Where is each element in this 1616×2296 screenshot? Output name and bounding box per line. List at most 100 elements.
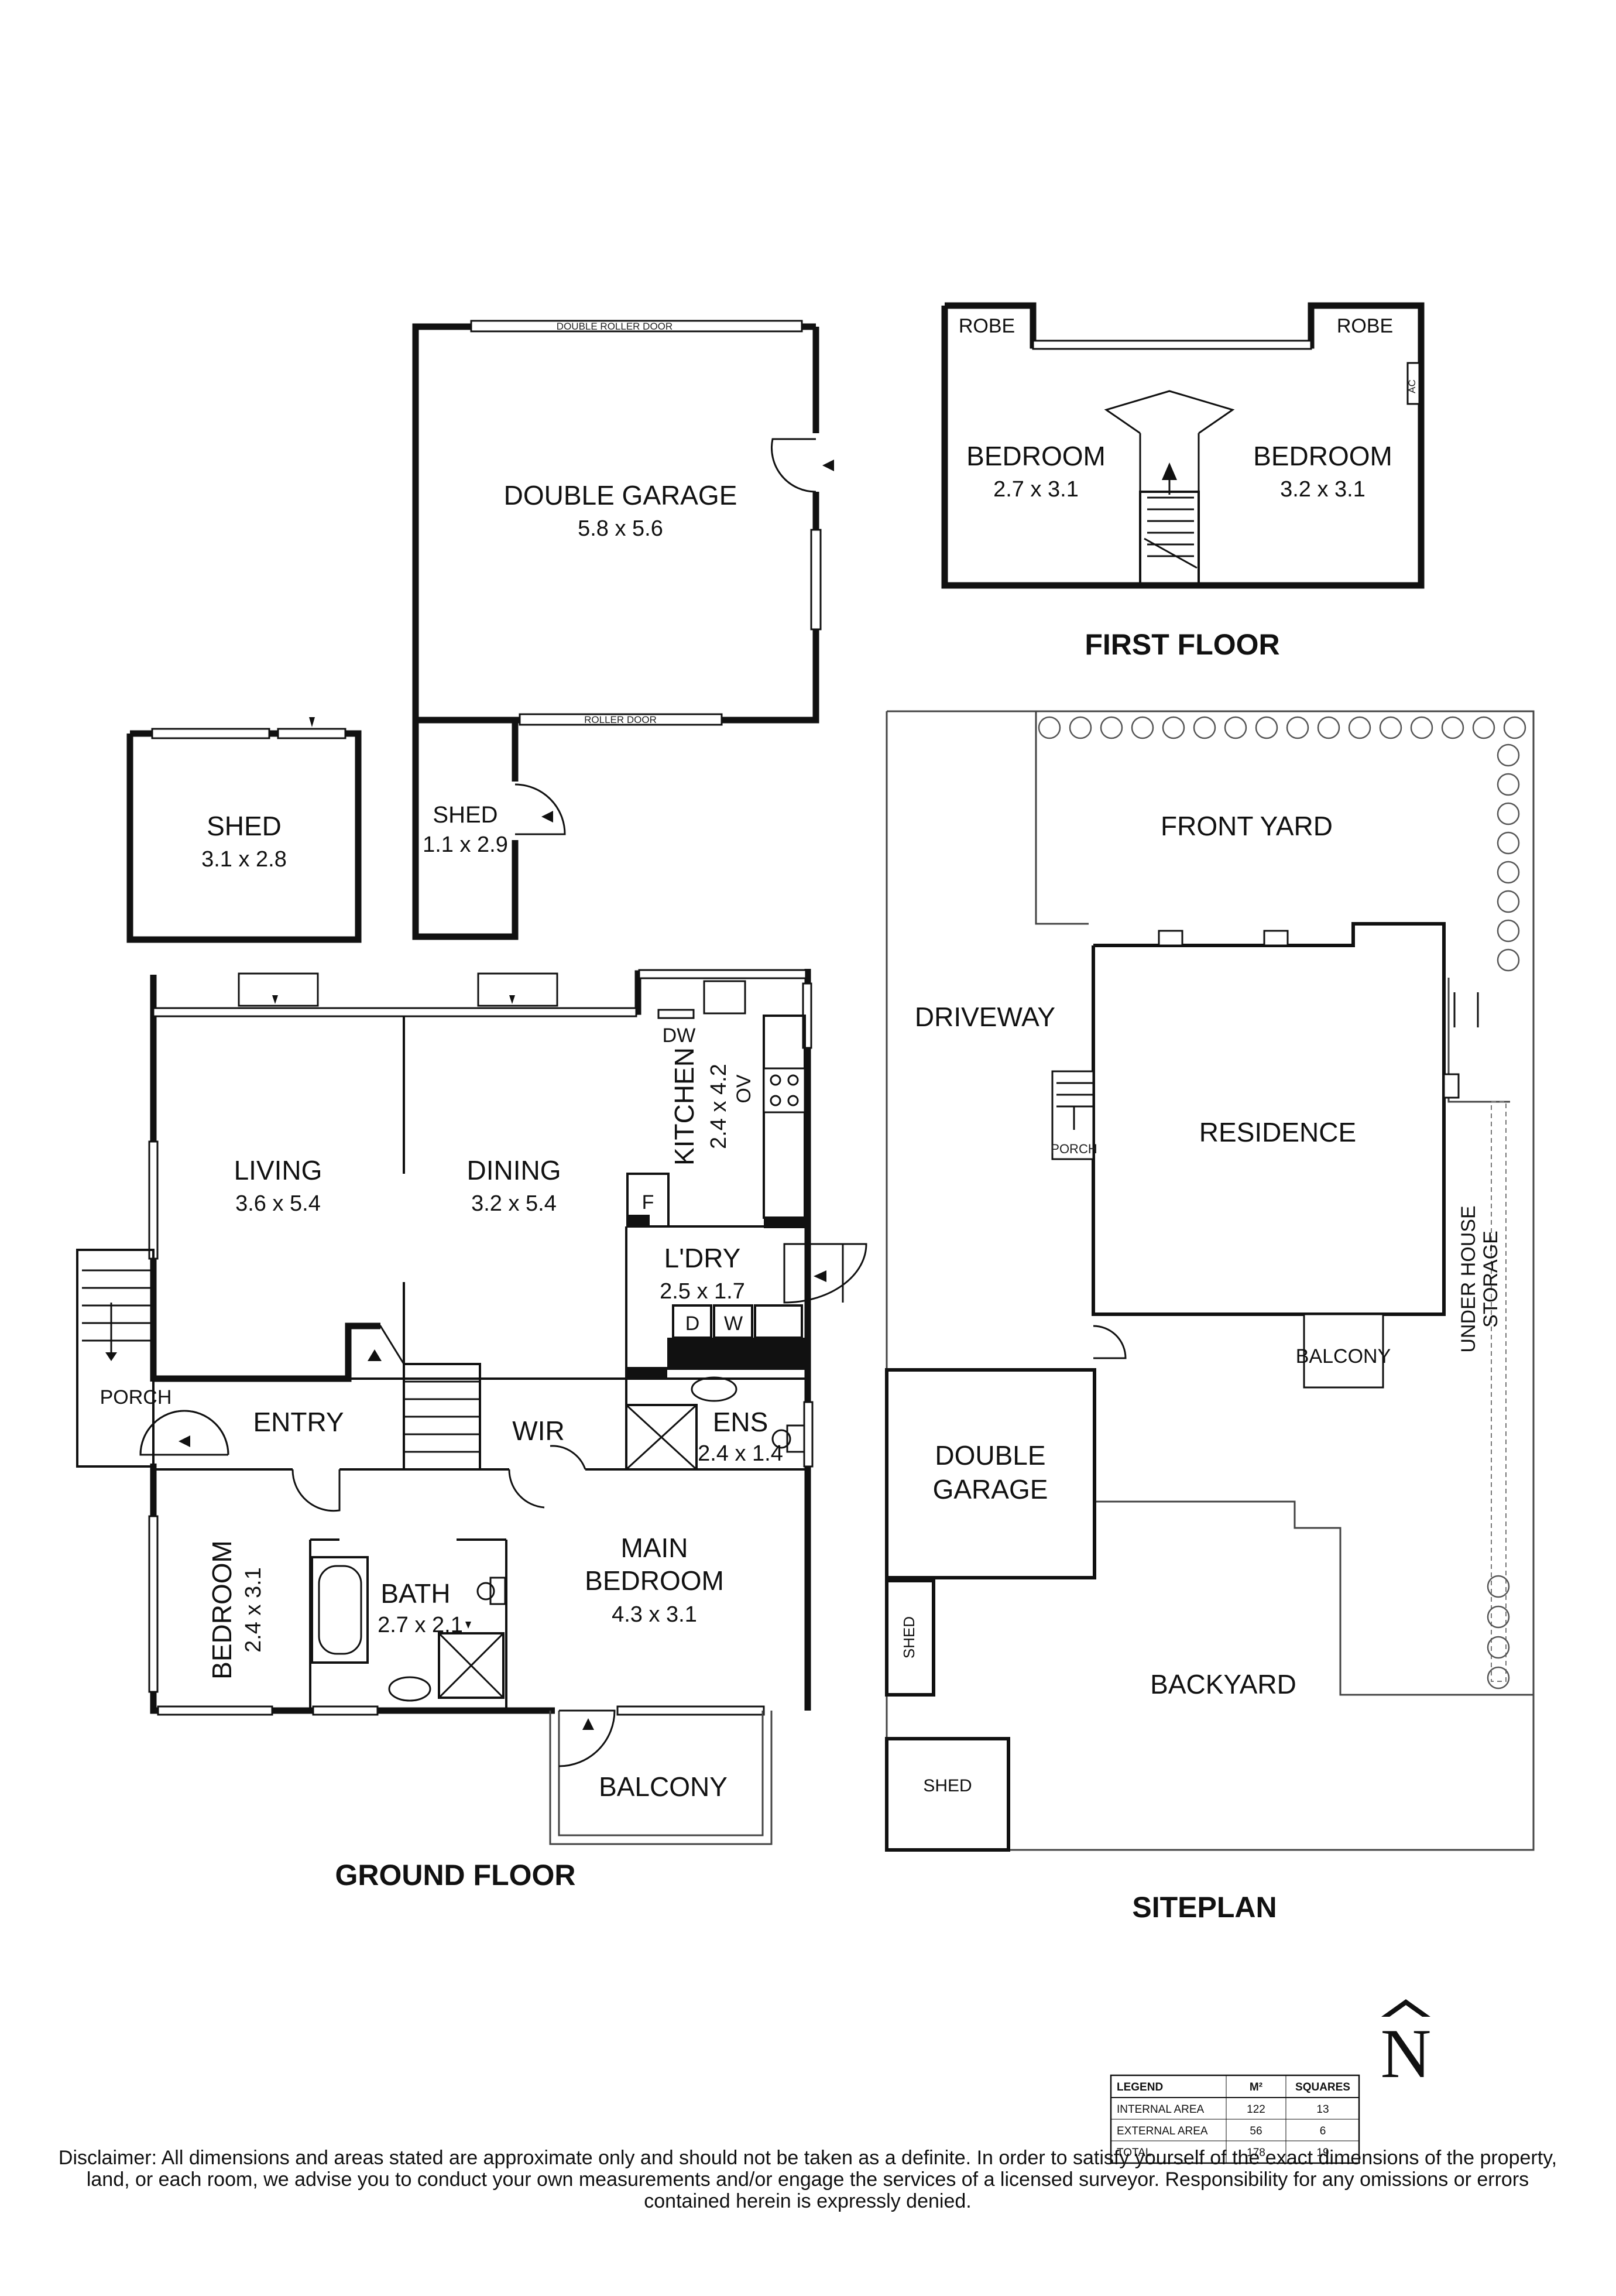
ff-bedroom-left-dims: 2.7 x 3.1 xyxy=(993,477,1079,502)
legend-row-1-m2: 56 xyxy=(1250,2125,1262,2137)
dishwasher xyxy=(657,1009,695,1019)
storage-line2: STORAGE xyxy=(1480,1231,1502,1328)
porch-area xyxy=(76,1249,155,1468)
robe-right: ROBE xyxy=(1337,315,1393,337)
ff-bedroom-left-name: BEDROOM xyxy=(966,441,1106,471)
compass-letter: N xyxy=(1381,2014,1432,2092)
first-floor: AC ROBE ROBE BEDROOM 2.7 x 3.1 BEDROOM 3… xyxy=(941,302,1425,589)
main-bedroom-line1: MAIN xyxy=(621,1533,688,1563)
garage-name: DOUBLE GARAGE xyxy=(504,480,737,510)
first-floor-windows xyxy=(1032,340,1312,350)
legend-header-2: SQUARES xyxy=(1295,2081,1350,2093)
main-bedroom-line2: BEDROOM xyxy=(585,1565,724,1596)
wir-label: WIR xyxy=(512,1416,564,1446)
cooktop xyxy=(763,1067,806,1113)
dw-label: DW xyxy=(663,1024,696,1047)
window-icon xyxy=(1158,930,1183,947)
ground-stairs xyxy=(348,1325,481,1471)
ff-bedroom-right-dims: 3.2 x 3.1 xyxy=(1280,477,1365,502)
double-garage: DOUBLE ROLLER DOOR ROLLER DOOR DOUBLE GA… xyxy=(412,320,834,726)
ens-shower xyxy=(625,1404,698,1471)
siteplan-garage-line1: DOUBLE xyxy=(935,1440,1045,1471)
arrow-icon xyxy=(541,811,553,823)
legend-row-0-m2: 122 xyxy=(1247,2103,1265,2116)
garage-side-door xyxy=(770,438,816,493)
living-side-window xyxy=(148,1140,159,1260)
washer-label: W xyxy=(724,1313,743,1335)
bath-name: BATH xyxy=(380,1578,450,1609)
garage-window xyxy=(810,529,822,630)
living-dims: 3.6 x 5.4 xyxy=(235,1191,321,1216)
window-icon xyxy=(1263,930,1289,947)
legend-row-2-label: TOTAL xyxy=(1117,2147,1151,2159)
siteplan-balcony xyxy=(1303,1313,1384,1389)
bath-shower xyxy=(438,1632,505,1699)
shed-left-name: SHED xyxy=(207,811,282,841)
ff-bedroom-right-name: BEDROOM xyxy=(1253,441,1392,471)
driveway-label: DRIVEWAY xyxy=(915,1002,1055,1032)
siteplan-balcony-label: BALCONY xyxy=(1296,1345,1391,1368)
laundry-dims: 2.5 x 1.7 xyxy=(660,1279,745,1304)
backyard-label: BACKYARD xyxy=(1150,1669,1296,1699)
garage-dims: 5.8 x 5.6 xyxy=(578,516,663,541)
legend-row-1-label: EXTERNAL AREA xyxy=(1117,2125,1208,2137)
stairs xyxy=(1144,496,1198,569)
bedroom-door xyxy=(291,1469,341,1512)
dining-dims: 3.2 x 5.4 xyxy=(471,1191,557,1216)
kitchen-sink xyxy=(703,980,746,1015)
laundry-name: L'DRY xyxy=(664,1243,741,1273)
ac-label: AC xyxy=(1406,379,1418,393)
window-box-left xyxy=(238,972,319,1007)
bathtub xyxy=(311,1556,369,1664)
legend-row-0-squares: 13 xyxy=(1316,2103,1329,2116)
bath-window xyxy=(312,1705,379,1716)
double-roller-door xyxy=(470,320,803,333)
north-compass-icon: N xyxy=(1381,1999,1432,2092)
siteplan: PORCH FRONT YARD DRIVE xyxy=(885,710,1535,1852)
ground-floor-heading: GROUND FLOOR xyxy=(335,1859,575,1891)
dryer xyxy=(672,1304,712,1339)
disclaimer-text: Disclaimer: All dimensions and areas sta… xyxy=(58,2147,1557,2212)
arrow-icon xyxy=(582,1718,594,1730)
fridge-label: F xyxy=(642,1191,654,1214)
entry-label: ENTRY xyxy=(253,1407,344,1437)
siteplan-garage-line2: GARAGE xyxy=(933,1474,1048,1505)
window-box-right xyxy=(477,972,558,1007)
balcony-label: BALCONY xyxy=(599,1771,728,1802)
roller-door xyxy=(519,713,723,726)
legend-header-0: LEGEND xyxy=(1117,2081,1163,2093)
balcony-door xyxy=(558,1709,616,1767)
dining-name: DINING xyxy=(467,1155,561,1185)
storage-line1: UNDER HOUSE xyxy=(1457,1205,1480,1352)
ens-name: ENS xyxy=(713,1407,768,1437)
siteplan-porch xyxy=(1051,1070,1095,1160)
siteplan-garage xyxy=(885,1368,1096,1579)
kitchen-bench xyxy=(763,1015,806,1219)
kitchen-name: KITCHEN xyxy=(669,1047,699,1166)
shed-door xyxy=(514,783,566,835)
ens-window xyxy=(803,1401,814,1468)
siteplan-heading: SITEPLAN xyxy=(1132,1891,1277,1924)
shed-door xyxy=(277,728,346,739)
main-bedroom-door xyxy=(550,1445,586,1470)
small-shed: SHED 1.1 x 2.9 xyxy=(412,720,566,940)
kitchen-window xyxy=(638,969,807,979)
double-roller-door-label: DOUBLE ROLLER DOOR xyxy=(557,321,673,332)
door-icon xyxy=(1093,1325,1127,1359)
gf-bedroom-name: BEDROOM xyxy=(207,1540,237,1680)
robe-left: ROBE xyxy=(959,315,1015,337)
shed-small-dims: 1.1 x 2.9 xyxy=(423,832,508,857)
roller-door-label: ROLLER DOOR xyxy=(584,714,657,725)
residence-outline xyxy=(1092,922,1446,1316)
residence-label: RESIDENCE xyxy=(1199,1117,1356,1147)
legend-row-1-squares: 6 xyxy=(1320,2125,1326,2137)
front-yard-label: FRONT YARD xyxy=(1161,811,1333,841)
ground-floor: DW OV KITCHEN 2.4 x 4.2 F L'DRY 2.5 x 1.… xyxy=(76,969,867,1845)
bath-toilet xyxy=(489,1577,506,1605)
shed-window xyxy=(151,728,270,739)
ov-label: OV xyxy=(733,1074,755,1103)
arrow-icon xyxy=(179,1435,190,1447)
bedroom-window xyxy=(157,1705,273,1716)
first-floor-heading: FIRST FLOOR xyxy=(1085,628,1279,661)
